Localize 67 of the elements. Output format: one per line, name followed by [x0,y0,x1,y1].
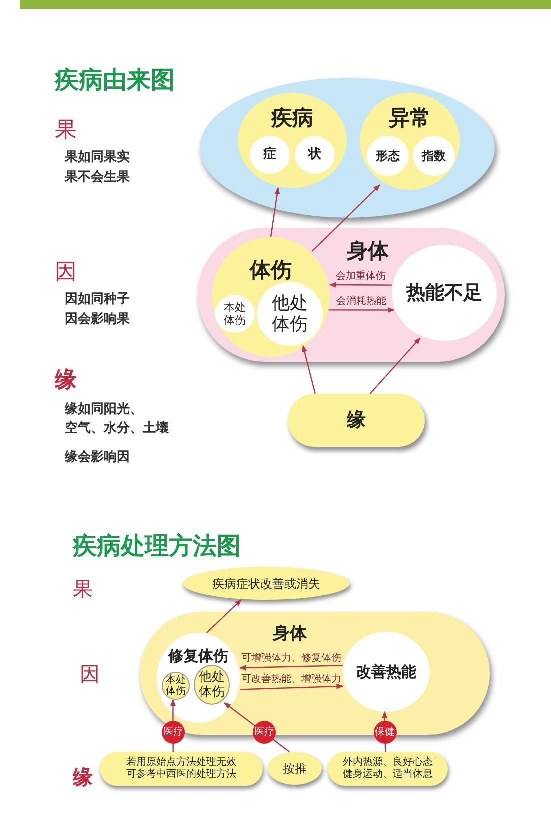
pill-panel [140,612,490,735]
section-heading: 果 [73,576,93,603]
arrow [170,699,176,752]
arrow [302,345,316,394]
arrow [328,307,395,314]
circle-node [250,136,290,174]
node-label: 热能不足 [406,280,482,306]
arrow [270,187,280,238]
edge-label: 会消耗热能 [335,296,388,308]
edge-label: 会加重体伤 [335,271,387,284]
node-label: 他处体伤 [199,670,225,700]
pill-node [328,752,448,786]
section-title: 疾病处理方法图 [73,531,241,562]
node-label: 身体 [346,238,390,265]
pill-node [288,394,425,447]
node-label: 症 [264,146,276,164]
note-text: 空气、水分、土壤 [65,420,169,438]
note-text: 因如同种子 [65,291,130,309]
node-label: 本处体伤 [166,675,186,697]
note-text: 缘如同阳光、 [65,401,143,419]
node-label: 缘 [347,408,366,434]
diagram-title: 疾病由来图 [55,65,175,96]
section-heading: 缘 [55,367,77,395]
arrow [239,665,344,671]
section-heading: 因 [80,661,100,688]
edge-label: 可改善热能、增强体力 [240,674,342,686]
node-label: 状 [308,146,322,164]
arrow [312,184,380,252]
arrow [370,338,421,394]
circle-node [413,136,455,176]
circle-node [212,237,330,357]
node-label: 异常 [389,105,431,132]
pill-node [100,752,263,786]
arrow [382,711,388,752]
node-label: 身体 [272,623,308,646]
edge-badge: 医疗 [162,721,185,744]
node-label: 形态 [376,148,400,165]
oval-node [268,752,322,785]
node-label: 改善热能 [356,662,416,683]
node-label: 指数 [422,148,446,165]
arrow [206,600,242,634]
node-label: 体伤 [250,257,292,284]
edge-label: 可增强体力、修复体伤 [240,652,342,665]
oval-node [183,567,350,600]
node-label: 他处体伤 [271,293,309,335]
node-label: 外内热源、良好心态健身运动、适当休息 [342,757,434,781]
note-text: 果如同果实 [65,148,130,167]
section-heading: 果 [55,117,77,145]
circle-node [295,136,335,174]
circle-node [367,136,409,176]
circle-node [215,295,255,333]
node-label: 修复体伤 [168,646,228,667]
section-heading: 缘 [73,764,93,791]
circle-node [162,672,190,700]
node-label: 疾病症状改善或消失 [212,576,320,592]
circle-node [194,665,230,705]
node-label: 按推 [283,760,307,778]
node-label: 若用原始点方法处理无效可参考中西医的处理方法 [126,757,238,781]
note-text: 缘会影响因 [65,449,130,467]
note-text: 因会影响果 [65,311,130,329]
node-label: 疾病 [272,105,314,132]
pill-panel [198,228,505,362]
arrow [240,684,344,690]
note-text: 果不会生果 [65,169,130,187]
arrow [329,282,392,288]
section-heading: 因 [55,259,77,287]
node-label: 本处体伤 [223,301,247,327]
